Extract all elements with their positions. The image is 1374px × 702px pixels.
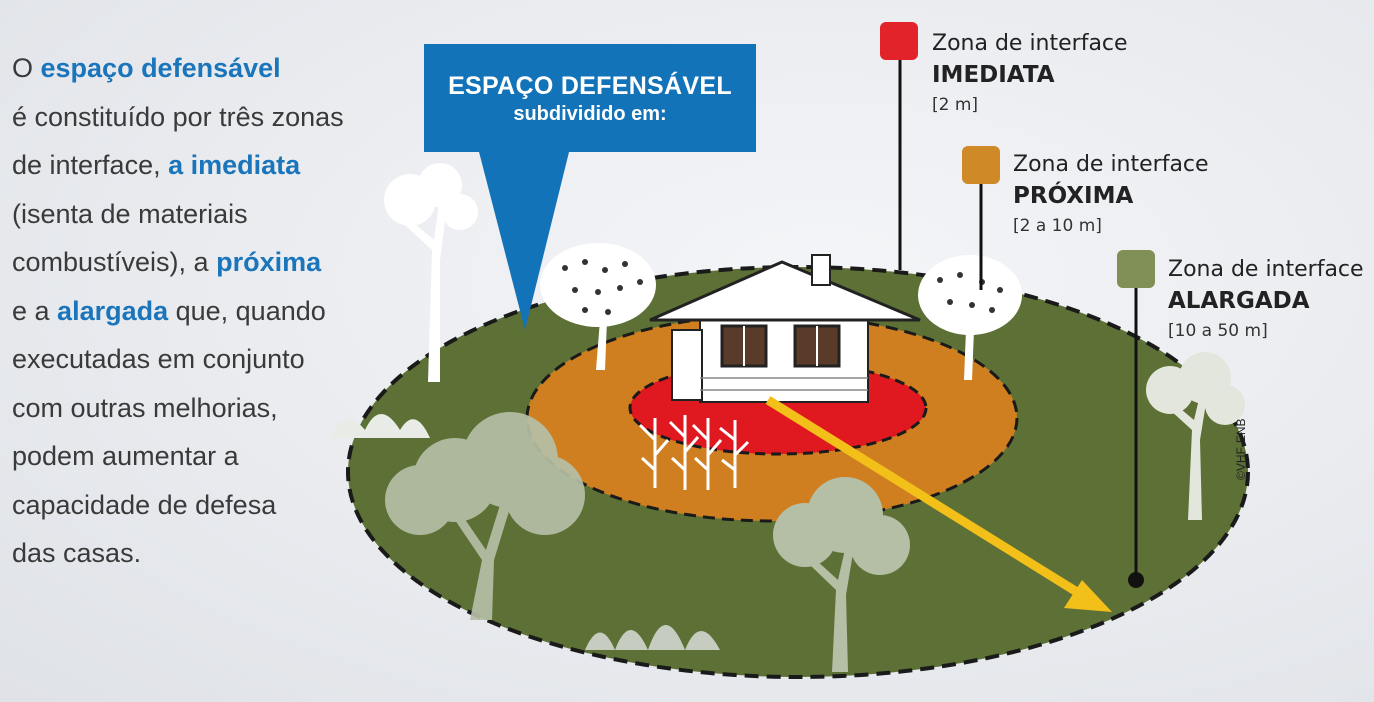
zone-marker-icon xyxy=(962,146,1000,290)
arrow-icon xyxy=(765,396,1112,612)
tree-icon xyxy=(385,412,585,620)
zone-title: Zona de interface xyxy=(1013,152,1209,177)
callout-subtitle: subdividido em: xyxy=(513,103,667,125)
zone-distance: [2 m] xyxy=(932,95,979,115)
zone-marker-icon xyxy=(1117,250,1155,588)
corn-plant-icon xyxy=(638,415,750,490)
zone-distance: [10 a 50 m] xyxy=(1168,321,1268,341)
zone-label-immediate: Zona de interface IMEDIATA [2 m] xyxy=(932,30,1128,118)
intro-text: (isenta de materiais combustíveis), a xyxy=(12,198,248,278)
callout-title: ESPAÇO DEFENSÁVEL xyxy=(448,72,732,100)
zone-label-near: Zona de interface PRÓXIMA [2 a 10 m] xyxy=(1013,151,1209,239)
intro-text: e a xyxy=(12,295,50,326)
zone-title: Zona de interface xyxy=(1168,257,1364,282)
intro-highlight: espaço defensável xyxy=(40,53,281,83)
zone-name: PRÓXIMA xyxy=(1013,183,1134,209)
intro-text: O xyxy=(12,53,41,83)
intro-highlight: próxima xyxy=(216,247,322,277)
zone-distance: [2 a 10 m] xyxy=(1013,216,1102,236)
zone-name: IMEDIATA xyxy=(932,62,1055,88)
zone-name: ALARGADA xyxy=(1168,288,1310,314)
house-icon xyxy=(649,254,921,403)
zone-title: Zona de interface xyxy=(932,31,1128,56)
zone-marker-icon xyxy=(880,22,918,270)
intro-highlight: a imediata xyxy=(168,150,301,180)
defensible-space-callout: ESPAÇO DEFENSÁVEL subdividido em: xyxy=(424,44,756,152)
tree-icon xyxy=(384,163,478,382)
callout-pointer xyxy=(478,148,570,330)
intro-text: é constituído por três zonas de interfac… xyxy=(12,101,344,181)
intro-text: que, quando executadas em conjunto com o… xyxy=(12,295,326,569)
shrub-icon xyxy=(330,414,720,650)
tree-icon xyxy=(773,477,910,672)
image-credit: ©VHF-ENB xyxy=(1234,418,1248,480)
intro-highlight: alargada xyxy=(57,295,169,326)
tree-icon xyxy=(540,243,656,370)
tree-icon xyxy=(918,255,1022,380)
intro-paragraph: O espaço defensável é constituído por tr… xyxy=(12,44,422,578)
zone-label-extended: Zona de interface ALARGADA [10 a 50 m] xyxy=(1168,256,1364,344)
tree-icon xyxy=(1146,352,1245,520)
